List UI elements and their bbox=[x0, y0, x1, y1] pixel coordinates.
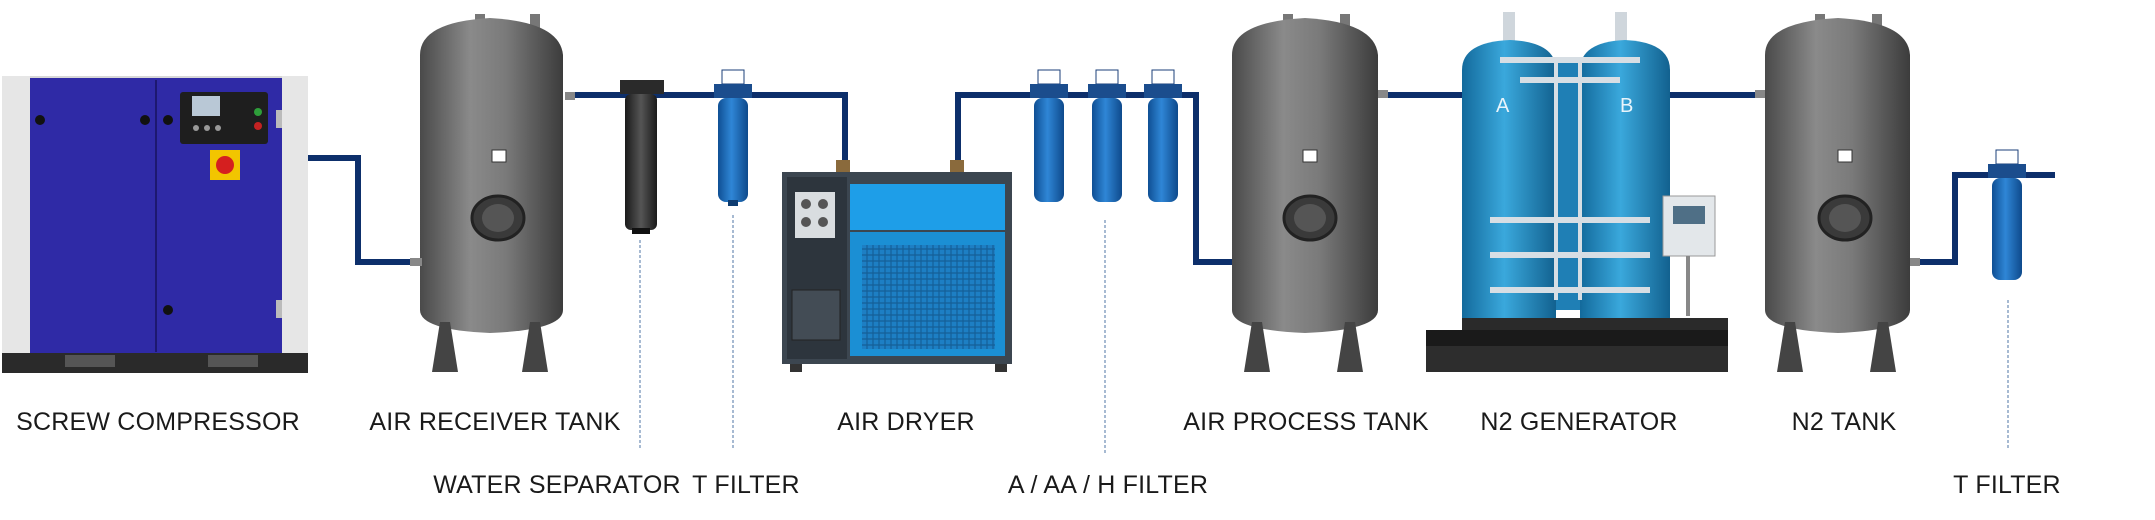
filter-a bbox=[1030, 69, 1068, 202]
tower-mark-b: B bbox=[1620, 95, 1633, 117]
label-a-aa-h-filter: A / AA / H FILTER bbox=[1007, 471, 1209, 499]
screw-compressor bbox=[2, 76, 308, 373]
label-water-separator: WATER SEPARATOR bbox=[433, 471, 681, 499]
label-n2-generator: N2 GENERATOR bbox=[1480, 408, 1678, 436]
label-t-filter-1: T FILTER bbox=[692, 471, 800, 499]
tower-mark-a: A bbox=[1496, 95, 1510, 117]
leader-lines bbox=[639, 215, 2009, 455]
filter-aa bbox=[1088, 69, 1126, 202]
air-dryer bbox=[782, 160, 1012, 372]
label-air-dryer: AIR DRYER bbox=[837, 408, 975, 436]
n2-generator: A B bbox=[1426, 12, 1728, 372]
filter-h bbox=[1144, 69, 1182, 202]
air-process-tank bbox=[1232, 14, 1388, 372]
label-screw-compressor: SCREW COMPRESSOR bbox=[16, 408, 300, 436]
t-filter-1 bbox=[714, 69, 752, 206]
label-t-filter-2: T FILTER bbox=[1953, 471, 2061, 499]
label-air-receiver-tank: AIR RECEIVER TANK bbox=[369, 408, 621, 436]
t-filter-2 bbox=[1988, 149, 2026, 280]
label-air-process-tank: AIR PROCESS TANK bbox=[1183, 408, 1429, 436]
n2-tank bbox=[1755, 14, 1920, 372]
label-n2-tank: N2 TANK bbox=[1791, 408, 1897, 436]
air-receiver-tank bbox=[410, 14, 575, 372]
water-separator bbox=[620, 80, 664, 234]
